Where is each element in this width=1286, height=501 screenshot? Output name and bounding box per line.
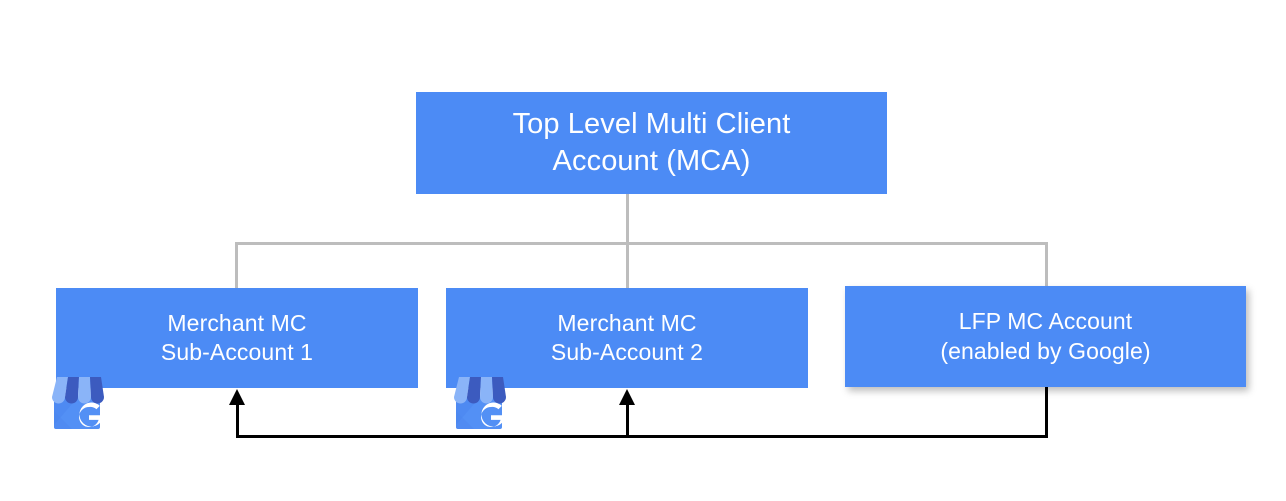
connector-horizontal-bus: [235, 242, 1048, 245]
google-my-business-icon: [446, 369, 512, 435]
node-label-sub2: Merchant MC Sub-Account 2: [550, 309, 704, 365]
node-label-mca: Top Level Multi Client Account (MCA): [512, 107, 791, 177]
node-merchant-mc-sub-account-1[interactable]: Merchant MC Sub-Account 1: [56, 288, 418, 388]
connector-drop-sub1: [235, 242, 238, 290]
google-my-business-icon: [44, 369, 110, 435]
connector-drop-sub2: [626, 242, 629, 290]
connector-mca-trunk: [626, 194, 629, 244]
node-label-lfp: LFP MC Account (enabled by Google): [940, 308, 1151, 364]
node-label-sub1: Merchant MC Sub-Account 1: [160, 309, 314, 365]
node-top-level-mca[interactable]: Top Level Multi Client Account (MCA): [416, 92, 887, 194]
flow-line-lfp-down: [1045, 387, 1048, 438]
flow-line-base: [236, 435, 1048, 438]
arrow-head-to-sub2: [619, 389, 635, 405]
node-lfp-mc-account[interactable]: LFP MC Account (enabled by Google): [845, 286, 1246, 387]
arrow-head-to-sub1: [229, 389, 245, 405]
node-merchant-mc-sub-account-2[interactable]: Merchant MC Sub-Account 2: [446, 288, 808, 388]
flow-line-to-sub2: [626, 398, 629, 436]
connector-drop-lfp: [1045, 242, 1048, 288]
flow-line-to-sub1: [236, 398, 239, 436]
